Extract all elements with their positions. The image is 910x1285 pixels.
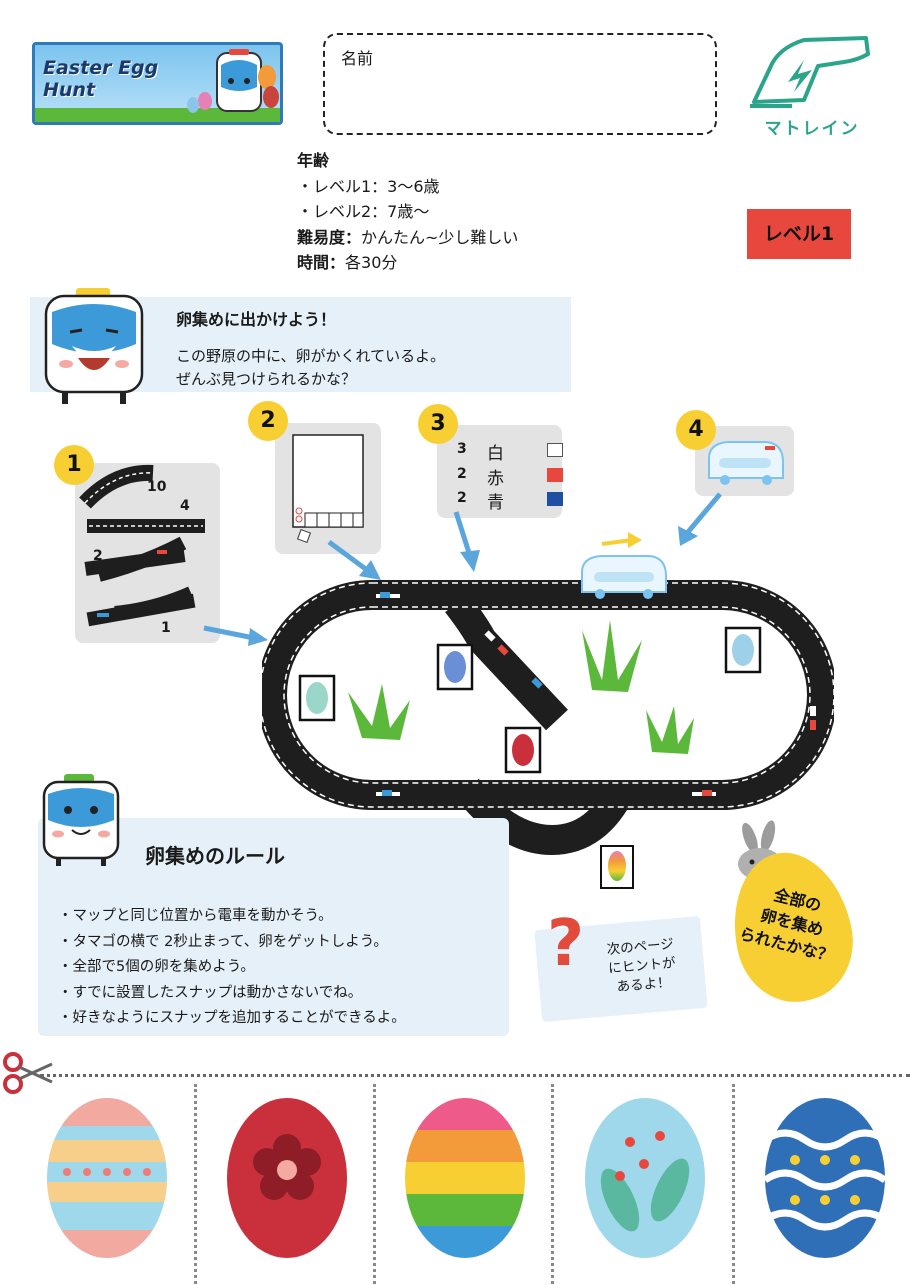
red-snap bbox=[702, 790, 712, 796]
intro-title: 卵集めに出かけよう！ bbox=[176, 310, 337, 329]
egg-cutout-flower bbox=[227, 1098, 347, 1258]
age-level1: ・レベル1：3〜6歳 bbox=[297, 176, 440, 196]
step2-paper-panel bbox=[275, 423, 381, 554]
cut-separator bbox=[551, 1084, 554, 1284]
step1-number: 1 bbox=[54, 445, 94, 485]
legend-red: 2 赤 bbox=[457, 466, 563, 489]
logo-line2: Hunt bbox=[43, 79, 96, 101]
paper-cut-icon bbox=[292, 434, 364, 544]
count-switch-right: 1 bbox=[161, 620, 171, 636]
brand-name: マトレイン bbox=[764, 119, 860, 139]
track-pieces-icon bbox=[79, 464, 205, 627]
count-switch-left: 2 bbox=[93, 548, 103, 564]
rainbow-egg-frame bbox=[600, 845, 634, 889]
step2-number: 2 bbox=[248, 401, 288, 441]
train-car-icon bbox=[708, 441, 784, 485]
step4-arrow-icon bbox=[678, 492, 722, 546]
rule-item: ・マップと同じ位置から電車を動かそう。 bbox=[58, 908, 333, 924]
step3-number: 3 bbox=[418, 404, 458, 444]
blue-snap bbox=[380, 592, 390, 598]
legend-blue: 2 青 bbox=[457, 490, 563, 513]
rule-item: ・好きなようにスナップを追加することができるよ。 bbox=[58, 1010, 406, 1026]
matrain-logo-icon bbox=[750, 36, 870, 108]
cut-line bbox=[40, 1074, 910, 1077]
logo-train-and-eggs-icon bbox=[187, 49, 279, 113]
easter-egg-hunt-logo: Easter Egg Hunt bbox=[32, 42, 283, 125]
name-field[interactable]: 名前 bbox=[323, 33, 717, 135]
blue-snap bbox=[531, 677, 543, 689]
rule-item: ・タマゴの横で 2秒止まって、卵をゲットしよう。 bbox=[58, 934, 388, 950]
grass-icon bbox=[348, 620, 694, 754]
map-eggs bbox=[298, 626, 762, 774]
blue-snap bbox=[382, 790, 392, 796]
rule-item: ・すでに設置したスナップは動かさないでね。 bbox=[58, 985, 363, 1001]
rules-mascot-icon bbox=[42, 774, 120, 866]
train-mascot-icon bbox=[44, 288, 144, 404]
logo-line1: Easter Egg bbox=[43, 57, 159, 79]
legend-white: 3 白 bbox=[457, 441, 563, 464]
white-snap bbox=[484, 630, 496, 642]
rules-title: 卵集めのルール bbox=[145, 844, 285, 868]
scissors-icon bbox=[3, 1052, 53, 1094]
egg-cutout-waves bbox=[762, 1098, 888, 1258]
count-curve: 10 bbox=[147, 479, 167, 495]
step2-arrow-icon bbox=[327, 539, 381, 580]
track-map bbox=[262, 532, 834, 856]
age-heading: 年齢 bbox=[297, 151, 330, 170]
hint-text: 次のページ にヒントが あるよ！ bbox=[606, 936, 677, 996]
time-value: 各30分 bbox=[345, 253, 398, 272]
swatch-red bbox=[547, 468, 563, 482]
train-on-track-icon bbox=[581, 532, 667, 599]
age-level2: ・レベル2：7歳〜 bbox=[297, 202, 430, 221]
time-label: 時間： bbox=[297, 253, 346, 272]
egg-cutout-striped bbox=[47, 1098, 167, 1258]
cut-separator bbox=[373, 1084, 376, 1284]
count-straight: 4 bbox=[180, 498, 190, 514]
cut-separator bbox=[732, 1084, 735, 1284]
step4-number: 4 bbox=[676, 410, 716, 450]
info-block: 年齢 ・レベル1：3〜6歳 ・レベル2：7歳〜 難易度：かんたん~少し難しい 時… bbox=[297, 148, 518, 276]
difficulty-label: 難易度： bbox=[297, 227, 362, 247]
egg-cutout-leaves bbox=[585, 1098, 705, 1258]
step3-arrow-icon bbox=[453, 511, 480, 572]
rules-panel bbox=[38, 818, 509, 1036]
egg-cutout-rainbow bbox=[405, 1098, 525, 1258]
level-badge: レベル1 bbox=[747, 209, 851, 259]
red-snap bbox=[497, 644, 509, 656]
swatch-blue bbox=[547, 492, 563, 506]
question-mark-icon: ? bbox=[547, 907, 585, 981]
rule-item: ・全部で5個の卵を集めよう。 bbox=[58, 959, 255, 975]
name-label: 名前 bbox=[341, 49, 374, 68]
step3-color-legend: 3 白 2 赤 2 青 bbox=[437, 425, 563, 518]
rainbow-egg-icon bbox=[608, 851, 626, 881]
red-snap bbox=[810, 720, 816, 730]
white-snap bbox=[810, 706, 816, 716]
step1-arrow-icon bbox=[203, 625, 268, 646]
step1-parts-panel: 10 4 2 1 bbox=[75, 463, 220, 643]
swatch-white bbox=[547, 443, 563, 457]
cut-separator bbox=[194, 1084, 197, 1284]
difficulty-value: かんたん~少し難しい bbox=[361, 227, 519, 247]
intro-line2: ぜんぶ見つけられるかな？ bbox=[176, 370, 357, 388]
intro-line1: この野原の中に、卵がかくれているよ。 bbox=[176, 347, 446, 365]
